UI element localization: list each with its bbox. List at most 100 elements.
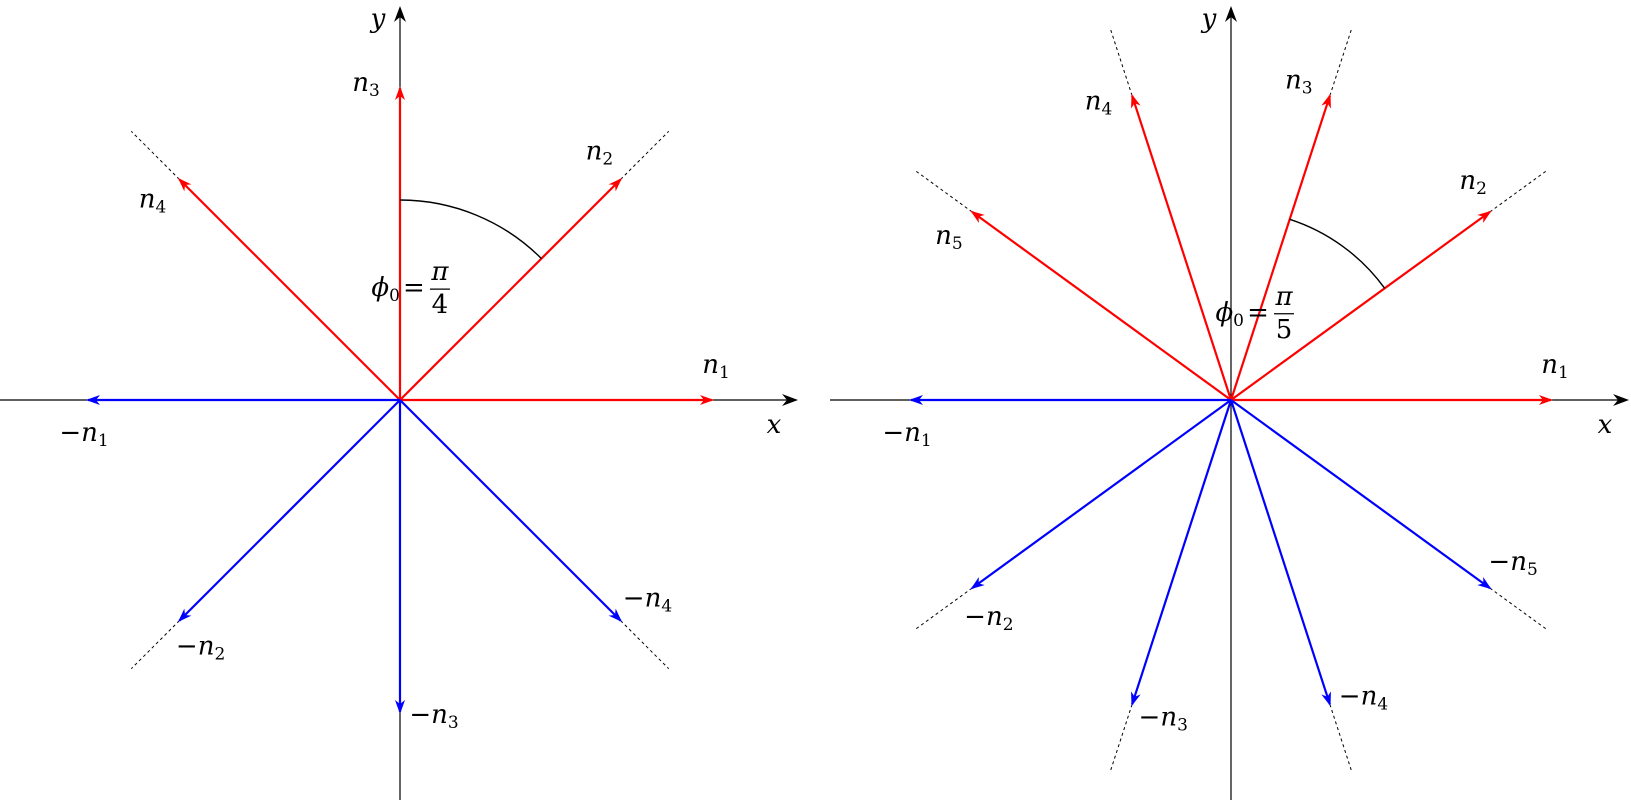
guide-line (130, 130, 180, 180)
guide-line (130, 620, 180, 670)
vector-index: 1 (98, 431, 109, 451)
guide-line (1489, 170, 1547, 213)
guide-line (620, 130, 670, 180)
vector-label-minus-n1: −n1 (882, 418, 931, 451)
angle-arc (399, 199, 542, 260)
vector-index: 3 (1177, 715, 1188, 735)
y-axis-label: y (1201, 4, 1217, 34)
vector-symbol: n (198, 631, 215, 661)
fraction-numerator: π (1274, 282, 1293, 312)
vector-label-minus-n3: −n3 (409, 700, 458, 733)
vector-arrow-n2 (1230, 210, 1492, 401)
fraction-denominator: 4 (432, 290, 449, 320)
vector-index: 4 (1377, 694, 1388, 714)
vector-arrow-n4 (177, 177, 401, 401)
vector-symbol: n (139, 185, 156, 215)
fraction-numerator: π (430, 257, 449, 287)
vector-symbol: n (1510, 547, 1527, 577)
vector-label-n1: n1 (702, 350, 730, 383)
vector-label-n4: n4 (1085, 86, 1113, 119)
guide-line (1329, 704, 1352, 772)
fraction-denominator: 5 (1276, 315, 1293, 345)
vector-label-minus-n1: −n1 (59, 418, 108, 451)
minus-sign: − (409, 700, 431, 730)
vector-index: 2 (1476, 179, 1487, 199)
vector-arrow-minus-n3 (1131, 399, 1233, 707)
vector-symbol: n (1285, 65, 1302, 95)
vector-symbol: n (1459, 166, 1476, 196)
vector-symbol: n (1541, 350, 1558, 380)
vector-label-n2: n2 (1459, 166, 1487, 199)
vector-symbol: n (586, 137, 603, 167)
vector-label-minus-n2: −n2 (176, 631, 225, 664)
guide-line (1329, 28, 1352, 96)
vector-label-minus-n4: −n4 (1339, 682, 1388, 715)
vector-symbol: n (1160, 703, 1177, 733)
minus-sign: − (1339, 682, 1361, 712)
vector-arrow-minus-n5 (1230, 399, 1492, 590)
vector-index: 5 (1527, 559, 1538, 579)
guide-line (1110, 704, 1133, 772)
vector-symbol: n (904, 418, 921, 448)
vector-arrow-n5 (970, 210, 1232, 401)
vector-label-n2: n2 (586, 137, 614, 170)
vector-arrow-minus-n4 (1229, 399, 1331, 707)
vector-symbol: n (81, 418, 98, 448)
angle-symbol: ϕ0 (371, 273, 400, 306)
minus-sign: − (623, 583, 645, 613)
vector-index: 2 (1003, 614, 1014, 634)
vector-index: 4 (1102, 99, 1113, 119)
vector-label-n5: n5 (935, 221, 963, 254)
x-axis-label: x (767, 410, 782, 440)
minus-sign: − (59, 418, 81, 448)
minus-sign: − (964, 602, 986, 632)
guide-line (1489, 587, 1547, 630)
vector-symbol: n (986, 602, 1003, 632)
guide-line (620, 620, 670, 670)
vector-index: 1 (719, 363, 730, 383)
vector-index: 1 (1558, 363, 1569, 383)
phi-symbol: ϕ (371, 273, 389, 303)
vector-symbol: n (702, 350, 719, 380)
vector-label-minus-n4: −n4 (623, 583, 672, 616)
vector-index: 3 (448, 713, 459, 733)
minus-sign: − (1139, 703, 1161, 733)
angle-arc (1289, 218, 1386, 289)
x-axis-label: x (1598, 410, 1613, 440)
phi-subscript: 0 (1233, 310, 1244, 330)
vector-symbol: n (1361, 682, 1378, 712)
vector-arrow-n3 (1229, 93, 1331, 401)
vector-arrow-minus-n2 (970, 399, 1232, 590)
angle-label: ϕ0=π5 (1215, 282, 1295, 345)
vector-index: 3 (369, 81, 380, 101)
vector-symbol: n (1085, 86, 1102, 116)
vector-label-minus-n3: −n3 (1139, 703, 1188, 736)
angle-symbol: ϕ0 (1215, 298, 1244, 331)
vector-label-n3: n3 (1285, 65, 1313, 98)
vector-index: 2 (214, 644, 225, 664)
vector-label-minus-n2: −n2 (964, 602, 1013, 635)
minus-sign: − (176, 631, 198, 661)
vector-arrow-n2 (399, 177, 623, 401)
vector-index: 4 (155, 197, 166, 217)
vector-index: 5 (952, 234, 963, 254)
vector-arrow-minus-n4 (399, 399, 623, 623)
vector-label-minus-n5: −n5 (1488, 547, 1537, 580)
vector-label-n4: n4 (139, 185, 167, 218)
minus-sign: − (882, 418, 904, 448)
equals-sign: = (403, 273, 425, 303)
vector-arrow-n4 (1131, 93, 1233, 401)
vector-symbol: n (431, 700, 448, 730)
vector-index: 2 (602, 149, 613, 169)
minus-sign: − (1488, 547, 1510, 577)
vector-index: 3 (1302, 78, 1313, 98)
phi-symbol: ϕ (1215, 298, 1233, 328)
vector-index: 4 (661, 596, 672, 616)
vector-symbol: n (935, 221, 952, 251)
vector-label-n3: n3 (352, 68, 380, 101)
angle-label: ϕ0=π4 (371, 257, 450, 320)
vector-label-n1: n1 (1541, 350, 1569, 383)
